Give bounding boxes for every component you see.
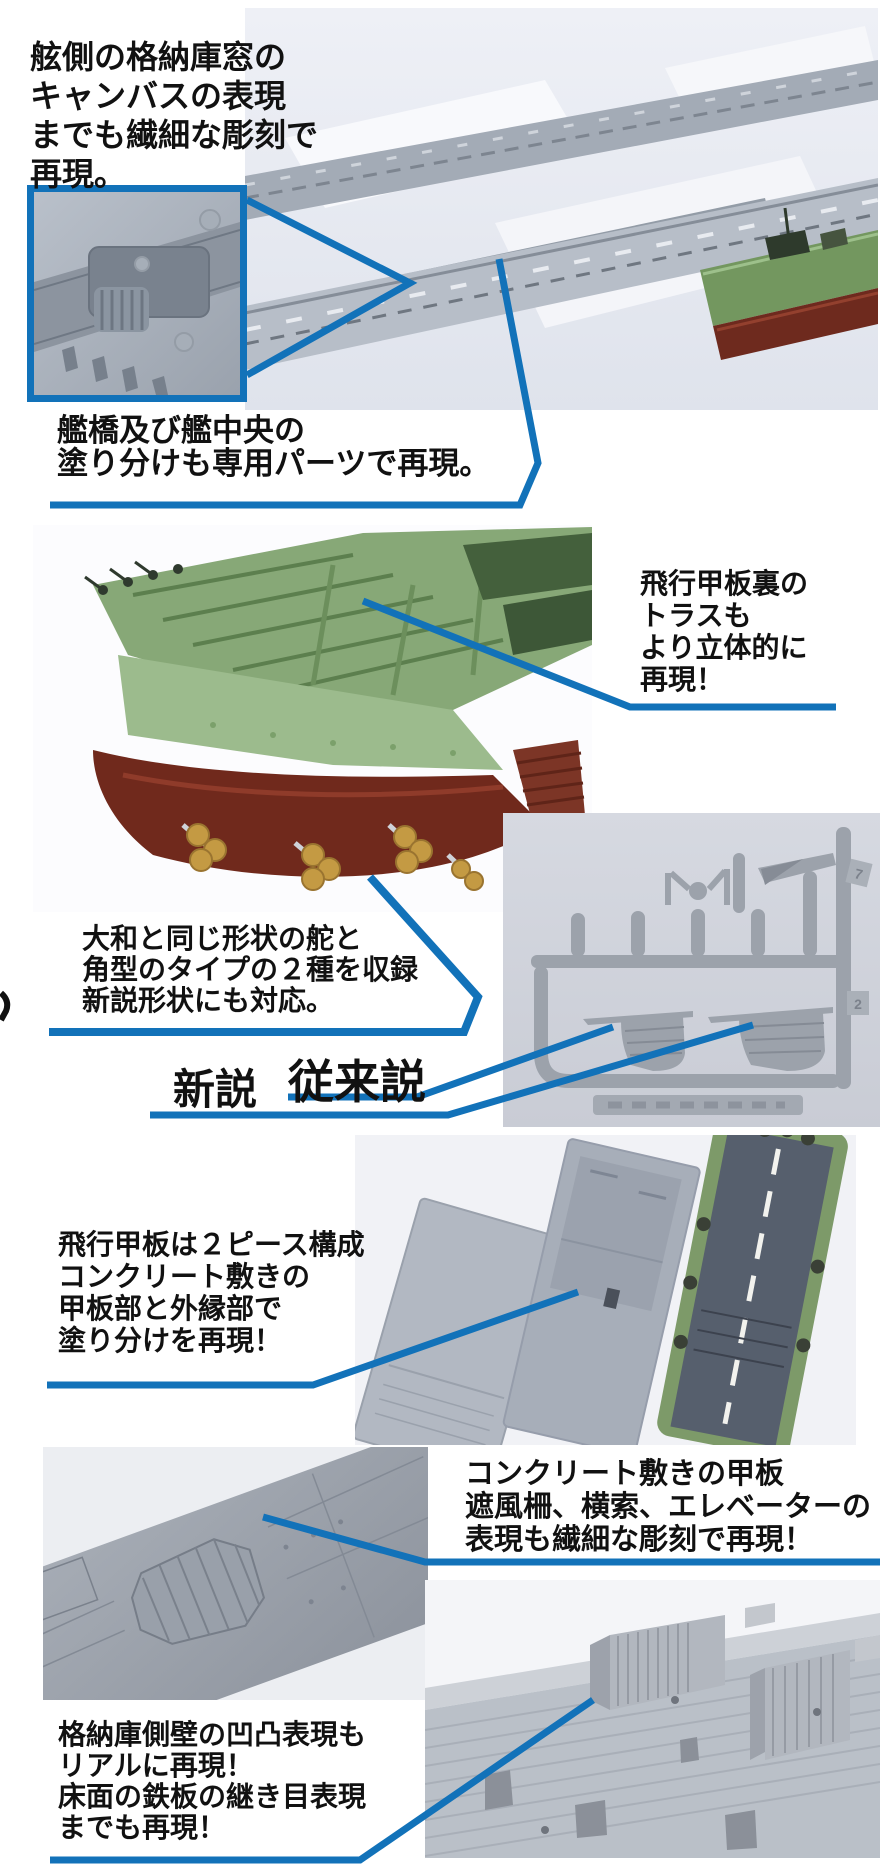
label-conventional-theory: 従来説 bbox=[288, 1056, 426, 1108]
painted-carrier-model bbox=[700, 207, 878, 360]
annotation-rudder: 大和と同じ形状の舵と 角型のタイプの２種を収録 新説形状にも対応。 bbox=[82, 923, 418, 1016]
photo-stern-underside bbox=[33, 525, 592, 912]
photo-hangar-part bbox=[425, 1580, 880, 1858]
annotation-line: 舷側の格納庫窓の bbox=[30, 39, 287, 75]
photo-hull-side-parts bbox=[245, 8, 878, 410]
annotation-deck-truss: 飛行甲板裏の トラスも より立体的に 再現！ bbox=[640, 568, 808, 696]
annotation-line: までも繊細な彫刻で bbox=[30, 117, 319, 153]
annotation-line: コンクリート敷きの bbox=[58, 1261, 311, 1292]
annotation-hangar-window: 舷側の格納庫窓の キャンバスの表現 までも繊細な彫刻で 再現。 bbox=[30, 38, 318, 194]
annotation-line: 表現も繊細な彫刻で再現！ bbox=[465, 1524, 814, 1556]
annotation-line: 飛行甲板裏の bbox=[640, 568, 809, 599]
annotation-concrete-deck: コンクリート敷きの甲板 遮風柵、横索、エレベーターの 表現も繊細な彫刻で再現！ bbox=[465, 1458, 871, 1557]
photo-rudder-sprue: 7 2 bbox=[503, 813, 880, 1127]
annotation-flight-deck: 飛行甲板は２ピース構成 コンクリート敷きの 甲板部と外縁部で 塗り分けを再現！ bbox=[58, 1229, 365, 1357]
annotation-bridge-paint: 艦橋及び艦中央の 塗り分けも専用パーツで再現。 bbox=[57, 414, 490, 480]
hangar-window-closeup-illustration bbox=[34, 192, 240, 395]
rudder-sprue-illustration: 7 2 bbox=[503, 813, 880, 1127]
clipped-edge-mark bbox=[0, 990, 11, 1022]
annotation-line: 飛行甲板は２ピース構成 bbox=[58, 1229, 365, 1260]
sprue-tag-7-number: 7 bbox=[853, 865, 865, 882]
rudder-on-model bbox=[513, 740, 585, 825]
sprue-nameplate bbox=[593, 1095, 803, 1115]
annotation-line: 大和と同じ形状の舵と bbox=[82, 923, 363, 954]
sprue-tag-2-number: 2 bbox=[854, 996, 862, 1012]
hangar-part-illustration bbox=[425, 1580, 880, 1858]
photo-elevator-plate bbox=[43, 1447, 428, 1700]
annotation-line: リアルに再現！ bbox=[58, 1750, 254, 1781]
annotation-line: 塗り分けも専用パーツで再現。 bbox=[57, 446, 491, 481]
annotation-line: 床面の鉄板の継き目表現 bbox=[58, 1781, 367, 1812]
annotation-line: トラスも bbox=[640, 600, 752, 631]
annotation-line: 再現。 bbox=[30, 156, 127, 192]
annotation-line: 再現！ bbox=[640, 664, 725, 695]
annotation-line: 遮風柵、横索、エレベーターの bbox=[465, 1491, 872, 1523]
annotation-line: 塗り分けを再現！ bbox=[58, 1325, 283, 1356]
annotation-line: コンクリート敷きの甲板 bbox=[465, 1458, 785, 1490]
annotation-line: までも再現！ bbox=[58, 1812, 227, 1843]
photo-flight-deck-pieces bbox=[355, 1135, 856, 1445]
annotation-line: キャンバスの表現 bbox=[30, 78, 287, 114]
annotation-line: より立体的に bbox=[640, 632, 808, 663]
annotation-line: 角型のタイプの２種を収録 bbox=[82, 954, 419, 985]
annotation-line: 格納庫側壁の凹凸表現も bbox=[58, 1719, 367, 1750]
elevator-plate-illustration bbox=[43, 1447, 428, 1700]
annotation-line: 艦橋及び艦中央の bbox=[57, 413, 305, 448]
annotation-line: 新説形状にも対応。 bbox=[82, 985, 335, 1016]
hull-side-parts-illustration bbox=[245, 8, 878, 410]
stern-underside-illustration bbox=[33, 525, 592, 912]
deck-piece-painted bbox=[657, 1135, 848, 1445]
label-new-theory: 新説 bbox=[173, 1066, 258, 1113]
sprue-runner bbox=[531, 827, 851, 1089]
annotation-line: 甲板部と外縁部で bbox=[58, 1293, 283, 1324]
flight-deck-illustration bbox=[355, 1135, 856, 1445]
photo-hangar-window-closeup bbox=[27, 185, 247, 402]
rudder-part-new bbox=[708, 1007, 833, 1071]
sprue-tag-7: 7 bbox=[845, 858, 873, 888]
annotation-hangar-wall: 格納庫側壁の凹凸表現も リアルに再現！ 床面の鉄板の継き目表現 までも再現！ bbox=[58, 1719, 366, 1843]
elevator-outline bbox=[130, 1538, 266, 1645]
hangar-wall-blocks bbox=[590, 1603, 880, 1760]
sprue-tag-2: 2 bbox=[847, 991, 869, 1015]
